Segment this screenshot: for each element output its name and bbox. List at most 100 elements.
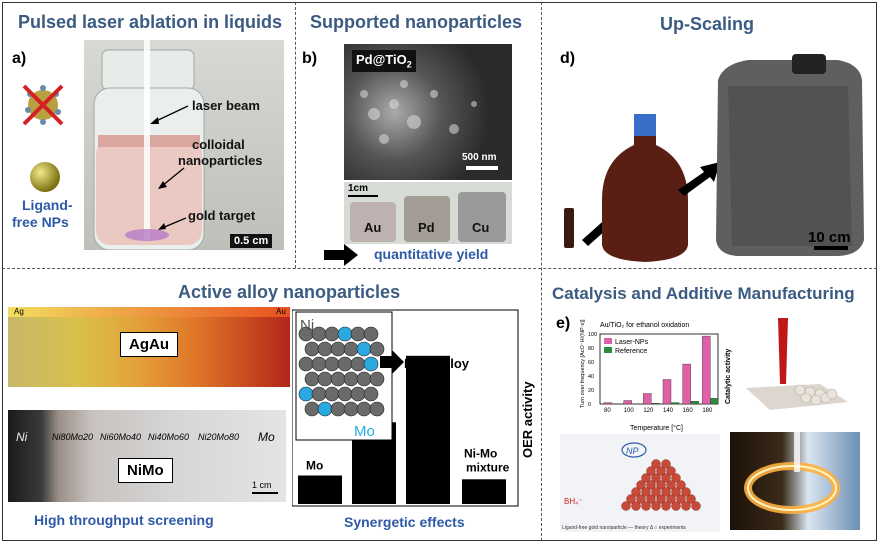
atom-4-2 xyxy=(324,386,340,402)
screening-label: High throughput screening xyxy=(34,512,214,528)
atom-5-4 xyxy=(356,401,372,417)
gold-atom-6-2 xyxy=(641,501,651,511)
bh4-label: BH₄⁻ xyxy=(564,497,583,506)
gold-atom-6-0 xyxy=(621,501,631,511)
nimo-scale-bar xyxy=(252,492,278,494)
divider-h xyxy=(2,268,877,269)
atom-1-2 xyxy=(330,341,346,357)
gold-atom-4-4 xyxy=(671,487,681,497)
gold-atom-6-5 xyxy=(671,501,681,511)
atom-2-2 xyxy=(324,356,340,372)
sample-jar-pd xyxy=(404,196,450,242)
upscaling-scale-label: 10 cm xyxy=(808,229,851,246)
atom-2-0 xyxy=(298,356,314,372)
agau-top-bar xyxy=(8,307,290,317)
agau-vials-photo: Ag Au AgAu xyxy=(8,307,290,387)
legend-reference-swatch xyxy=(604,347,612,353)
label-laser-beam: laser beam xyxy=(192,98,260,113)
tof-ytick-2: 40 xyxy=(588,374,594,380)
gold-atom-6-7 xyxy=(691,501,701,511)
label-colloidal: colloidal xyxy=(192,137,245,152)
gold-atom-5-3 xyxy=(656,494,666,504)
label-nanoparticles: nanoparticles xyxy=(178,153,263,168)
gold-atom-2-2 xyxy=(661,473,671,483)
sem-label-sub: 2 xyxy=(406,59,412,70)
oer-bar-0 xyxy=(298,475,342,504)
gold-atom-5-0 xyxy=(626,494,636,504)
sem-texture xyxy=(360,80,477,144)
atom-5-0 xyxy=(304,401,320,417)
mechanism-drawing: NP BH₄⁻ Ligand-free gold nanoparticle — … xyxy=(562,442,701,531)
tof-xtick-3: 140 xyxy=(663,408,674,414)
gold-atom-3-3 xyxy=(666,480,676,490)
gold-atom-6-3 xyxy=(651,501,661,511)
sem-scale-label: 500 nm xyxy=(462,152,497,163)
atom-2-5 xyxy=(363,356,379,372)
gold-atom-4-3 xyxy=(661,487,671,497)
atom-0-2 xyxy=(324,326,340,342)
atom-3-4 xyxy=(356,371,372,387)
tof-ytick-1: 20 xyxy=(588,388,594,394)
atom-0-4 xyxy=(350,326,366,342)
atom-5-2 xyxy=(330,401,346,417)
gold-atom-0-1 xyxy=(661,459,671,469)
panel-e-title: Catalysis and Additive Manufacturing xyxy=(552,284,855,303)
agau-label: AgAu xyxy=(120,332,178,357)
powder-scale-label: 1cm xyxy=(348,183,369,194)
atom-3-3 xyxy=(343,371,359,387)
tof-bar-0-3 xyxy=(662,379,672,405)
atom-1-5 xyxy=(369,341,385,357)
vial-label-ni40: Ni40Mo60 xyxy=(148,432,190,442)
laser-printing-image xyxy=(746,318,848,410)
tof-bar-0-4 xyxy=(682,363,691,405)
mechanism-image: NP BH₄⁻ Ligand-free gold nanoparticle — … xyxy=(560,434,720,532)
ligand-free-label-2: free NPs xyxy=(12,214,69,230)
atom-cluster xyxy=(298,326,385,417)
atom-5-3 xyxy=(343,401,359,417)
atom-4-3 xyxy=(337,386,353,402)
ring-laser-photo xyxy=(730,432,860,530)
gold-atom-1-1 xyxy=(656,466,666,476)
sample-label-cu: Cu xyxy=(472,220,490,235)
sem-label-text: Pd@TiO xyxy=(356,52,407,67)
vial-label-ni80: Ni80Mo20 xyxy=(52,432,94,442)
tof-bar-0-0 xyxy=(603,402,613,405)
gold-atom-6-4 xyxy=(661,501,671,511)
vial-label-mo: Mo xyxy=(258,430,275,444)
tof-y-label: Turn over frequency [AcO⁻H/(NP·s)] xyxy=(580,319,586,408)
panel-d-letter: d) xyxy=(560,50,576,67)
yield-arrow-icon xyxy=(324,244,358,266)
nimo-vials-photo: Ni Ni80Mo20 Ni60Mo40 Ni40Mo60 Ni20Mo80 M… xyxy=(8,410,286,502)
gold-atom-4-5 xyxy=(681,487,691,497)
legend-reference: Reference xyxy=(615,348,647,355)
tof-ytick-3: 60 xyxy=(588,360,594,366)
tof-ytick-5: 100 xyxy=(588,332,597,338)
tof-xtick-1: 100 xyxy=(624,408,635,414)
oer-bar-3 xyxy=(462,479,506,504)
tof-xtick-0: 80 xyxy=(604,408,611,414)
vial-label-ni60: Ni60Mo40 xyxy=(100,432,142,442)
atom-1-3 xyxy=(343,341,359,357)
oer-y-axis-label: OER activity xyxy=(520,381,535,458)
gold-atom-3-1 xyxy=(646,480,656,490)
pla-arrows xyxy=(150,105,189,230)
pla-vial-photo: laser beam colloidal nanoparticles gold … xyxy=(84,40,284,250)
yield-label: quantitative yield xyxy=(374,246,489,262)
nimo-label: NiMo xyxy=(118,458,173,483)
atom-1-1 xyxy=(317,341,333,357)
atom-0-3 xyxy=(337,326,353,342)
vial-label-au: Au xyxy=(276,307,286,316)
panel-e-letter: e) xyxy=(556,315,571,332)
tof-bar-1-4 xyxy=(690,400,699,405)
sample-jar-cu xyxy=(458,192,506,242)
gold-atom-6-6 xyxy=(681,501,691,511)
atom-2-1 xyxy=(311,356,327,372)
powder-photo: 1cm Au Pd Cu xyxy=(344,182,512,244)
sem-scale-bar xyxy=(466,166,498,170)
gold-atom-2-1 xyxy=(651,473,661,483)
panel-a-letter: a) xyxy=(12,50,27,67)
gold-atom-4-0 xyxy=(631,487,641,497)
nimo-alloy-label: NiMo alloy xyxy=(404,356,470,371)
